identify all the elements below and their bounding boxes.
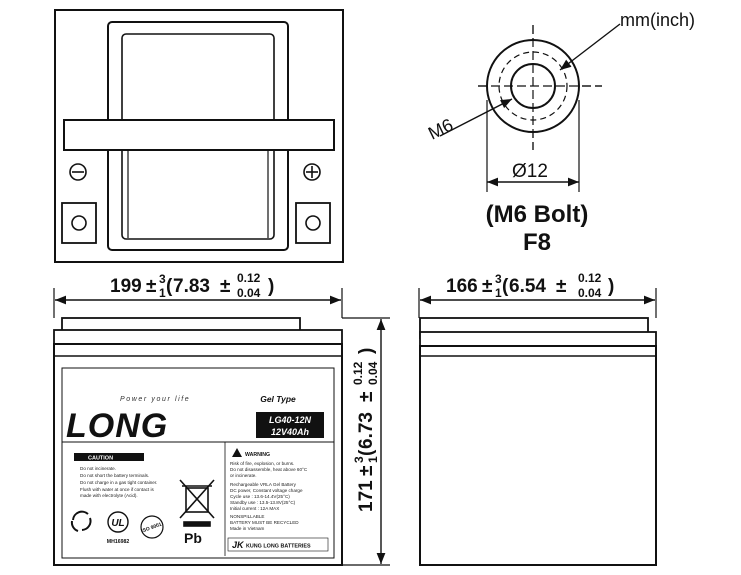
height-dimension — [342, 317, 390, 566]
svg-text:Rechargeable VRLA Gel Battery: Rechargeable VRLA Gel Battery — [230, 482, 297, 487]
model-rating: 12V40Ah — [271, 427, 310, 437]
battery-label — [61, 367, 335, 559]
recycle-icon — [70, 510, 92, 532]
gel-type-label: Gel Type — [260, 394, 296, 404]
height-main: 171 — [356, 480, 377, 512]
svg-text:Flush with water at once if co: Flush with water at once if contact is — [80, 487, 154, 492]
maker-logo-icon: JK — [232, 540, 245, 550]
svg-text:Do not charge in a gas tight c: Do not charge in a gas tight container. — [80, 480, 157, 485]
diameter-label: Ø12 — [512, 161, 548, 182]
svg-text:±: ± — [146, 276, 156, 297]
ul-number: MH16982 — [107, 539, 130, 545]
lead-symbol: Pb — [184, 530, 202, 546]
svg-text:0.12: 0.12 — [237, 271, 261, 285]
ul-mark-icon: UL — [107, 511, 129, 533]
terminal-code: F8 — [523, 229, 551, 256]
svg-text:Initial current : 12A MAX: Initial current : 12A MAX — [230, 506, 279, 511]
svg-text:(: ( — [502, 276, 509, 297]
side-view — [419, 317, 657, 566]
crossed-bin-icon — [179, 479, 215, 527]
width-inch: 7.83 — [173, 276, 210, 297]
svg-text:Do not short the battery termi: Do not short the battery terminals. — [80, 473, 149, 478]
height-inch: 6.73 — [356, 412, 377, 449]
svg-text:3: 3 — [352, 456, 366, 463]
svg-text:(: ( — [356, 449, 377, 456]
svg-text:made with electrolyte (Acid).: made with electrolyte (Acid). — [80, 493, 138, 498]
terminal-type-label: (M6 Bolt) — [486, 201, 589, 228]
svg-text:±: ± — [356, 392, 377, 402]
svg-text:0.04: 0.04 — [237, 286, 261, 300]
svg-text:±: ± — [556, 276, 566, 297]
left-terminal-box — [61, 202, 97, 244]
depth-inch: 6.54 — [509, 276, 546, 297]
width-main: 199 — [110, 276, 142, 297]
svg-text:Made in Vietnam: Made in Vietnam — [230, 526, 265, 531]
svg-text:Cycle use : 13.6-14.4V(25°C): Cycle use : 13.6-14.4V(25°C) — [230, 494, 290, 499]
svg-text:1: 1 — [159, 286, 166, 300]
svg-text:BATTERY MUST BE RECYCLED: BATTERY MUST BE RECYCLED — [230, 520, 299, 525]
svg-text:NONSPILLABLE: NONSPILLABLE — [230, 514, 264, 519]
svg-text:3: 3 — [495, 272, 502, 286]
svg-text:DC power, Constant voltage cha: DC power, Constant voltage charge — [230, 488, 303, 493]
maker-name: KUNG LONG BATTERIES — [246, 544, 311, 550]
svg-text:1: 1 — [495, 286, 502, 300]
caution-title: CAUTION — [88, 456, 113, 462]
right-terminal-box — [295, 202, 331, 244]
top-view-outline — [54, 9, 344, 263]
caution-header — [74, 453, 144, 461]
front-view — [53, 317, 343, 566]
width-dimension — [53, 288, 343, 318]
svg-text:±: ± — [220, 276, 230, 297]
svg-text:): ) — [356, 348, 377, 354]
warning-icon — [232, 448, 242, 457]
svg-text:): ) — [608, 276, 614, 297]
svg-text:0.12: 0.12 — [351, 361, 365, 385]
model-badge — [256, 412, 324, 438]
side-view-body — [419, 345, 657, 566]
positive-terminal-icon — [303, 163, 321, 181]
height-label: 171 ± 3 1 ( 6.73 ± 0.12 0.04 ) — [351, 348, 380, 512]
front-view-body — [53, 343, 343, 566]
brand-logo: LONG — [66, 407, 168, 445]
svg-text:Standby use : 13.5-13.8V(25°C): Standby use : 13.5-13.8V(25°C) — [230, 500, 296, 505]
iso-badge-icon: ISO 9001 — [140, 515, 164, 539]
svg-text:(: ( — [166, 276, 173, 297]
svg-text:Do not disassemble, heat above: Do not disassemble, heat above 60°C — [230, 467, 308, 472]
svg-text:0.12: 0.12 — [578, 271, 602, 285]
svg-text:3: 3 — [159, 272, 166, 286]
svg-text:): ) — [268, 276, 274, 297]
brand-slogan: Power your life — [120, 396, 190, 403]
svg-text:0.04: 0.04 — [366, 361, 380, 385]
model-number: LG40-12N — [269, 415, 312, 425]
depth-main: 166 — [446, 276, 478, 297]
warning-title: WARNING — [245, 452, 270, 458]
bolt-size-label: M6 — [425, 115, 456, 144]
svg-text:UL: UL — [111, 518, 124, 529]
unit-note: mm(inch) — [620, 10, 695, 30]
svg-text:Do not incinerate.: Do not incinerate. — [80, 466, 116, 471]
terminal-detail — [439, 23, 621, 192]
svg-text:±: ± — [356, 466, 377, 476]
handle-bar — [63, 119, 335, 151]
svg-text:or incinerate.: or incinerate. — [230, 473, 257, 478]
svg-text:±: ± — [482, 276, 492, 297]
top-view — [54, 9, 344, 263]
svg-text:Risk of fire, explosion, or bu: Risk of fire, explosion, or burns. — [230, 461, 294, 466]
negative-terminal-icon — [69, 163, 87, 181]
svg-text:0.04: 0.04 — [578, 286, 602, 300]
depth-dimension — [418, 288, 657, 318]
svg-text:1: 1 — [366, 456, 380, 463]
